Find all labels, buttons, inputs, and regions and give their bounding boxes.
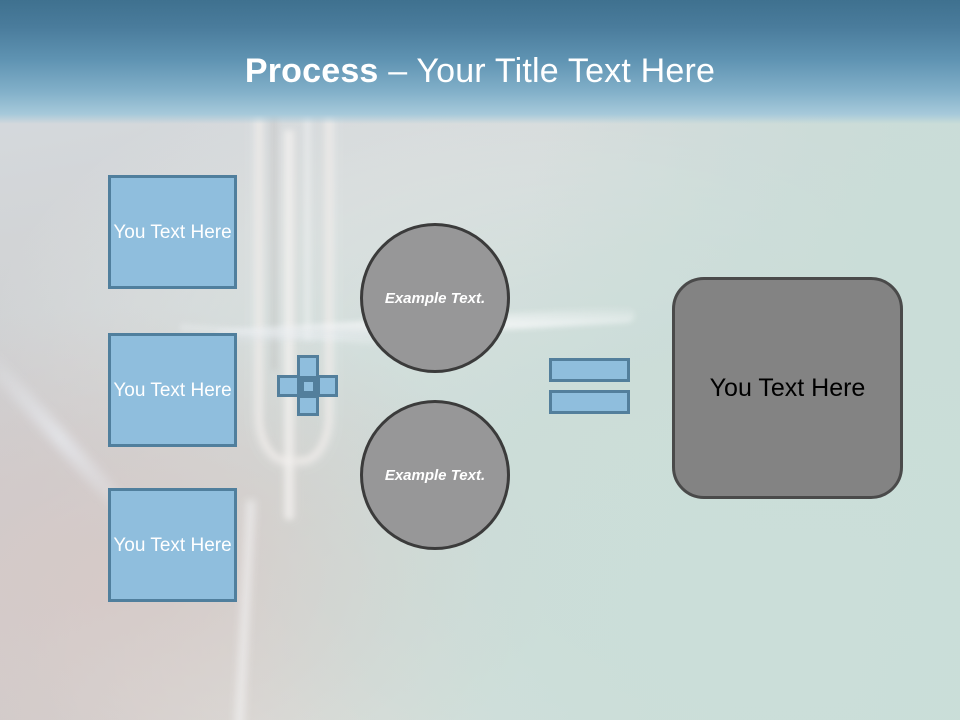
result-box-label: You Text Here — [709, 374, 866, 402]
equals-icon — [549, 358, 630, 414]
slide-header-band — [0, 0, 960, 124]
plus-icon-seam-right — [314, 378, 320, 394]
input-box-1-label: You Text Here — [113, 221, 232, 243]
example-circle-1[interactable]: Example Text. — [360, 223, 510, 373]
plus-icon-seam-bottom — [300, 392, 316, 398]
needle-highlight-line — [304, 20, 311, 340]
example-circle-2-label: Example Text. — [384, 466, 486, 484]
input-box-3-label: You Text Here — [113, 534, 232, 556]
needle-shadow-line — [270, 40, 278, 370]
plus-icon-seam-left — [298, 378, 304, 394]
example-circle-2[interactable]: Example Text. — [360, 400, 510, 550]
example-circle-1-label: Example Text. — [384, 289, 486, 307]
equals-icon-top-bar — [549, 358, 630, 382]
slide-title: Process – Your Title Text Here — [0, 50, 960, 92]
input-box-1[interactable]: You Text Here — [108, 175, 237, 289]
slide-title-light: – Your Title Text Here — [378, 52, 716, 90]
slide-title-strong: Process — [244, 52, 379, 90]
input-box-3[interactable]: You Text Here — [108, 488, 237, 602]
input-box-2-label: You Text Here — [113, 379, 232, 401]
plus-icon — [277, 355, 338, 416]
result-box[interactable]: You Text Here — [672, 277, 903, 499]
equals-icon-bottom-bar — [549, 390, 630, 414]
input-box-2[interactable]: You Text Here — [108, 333, 237, 447]
